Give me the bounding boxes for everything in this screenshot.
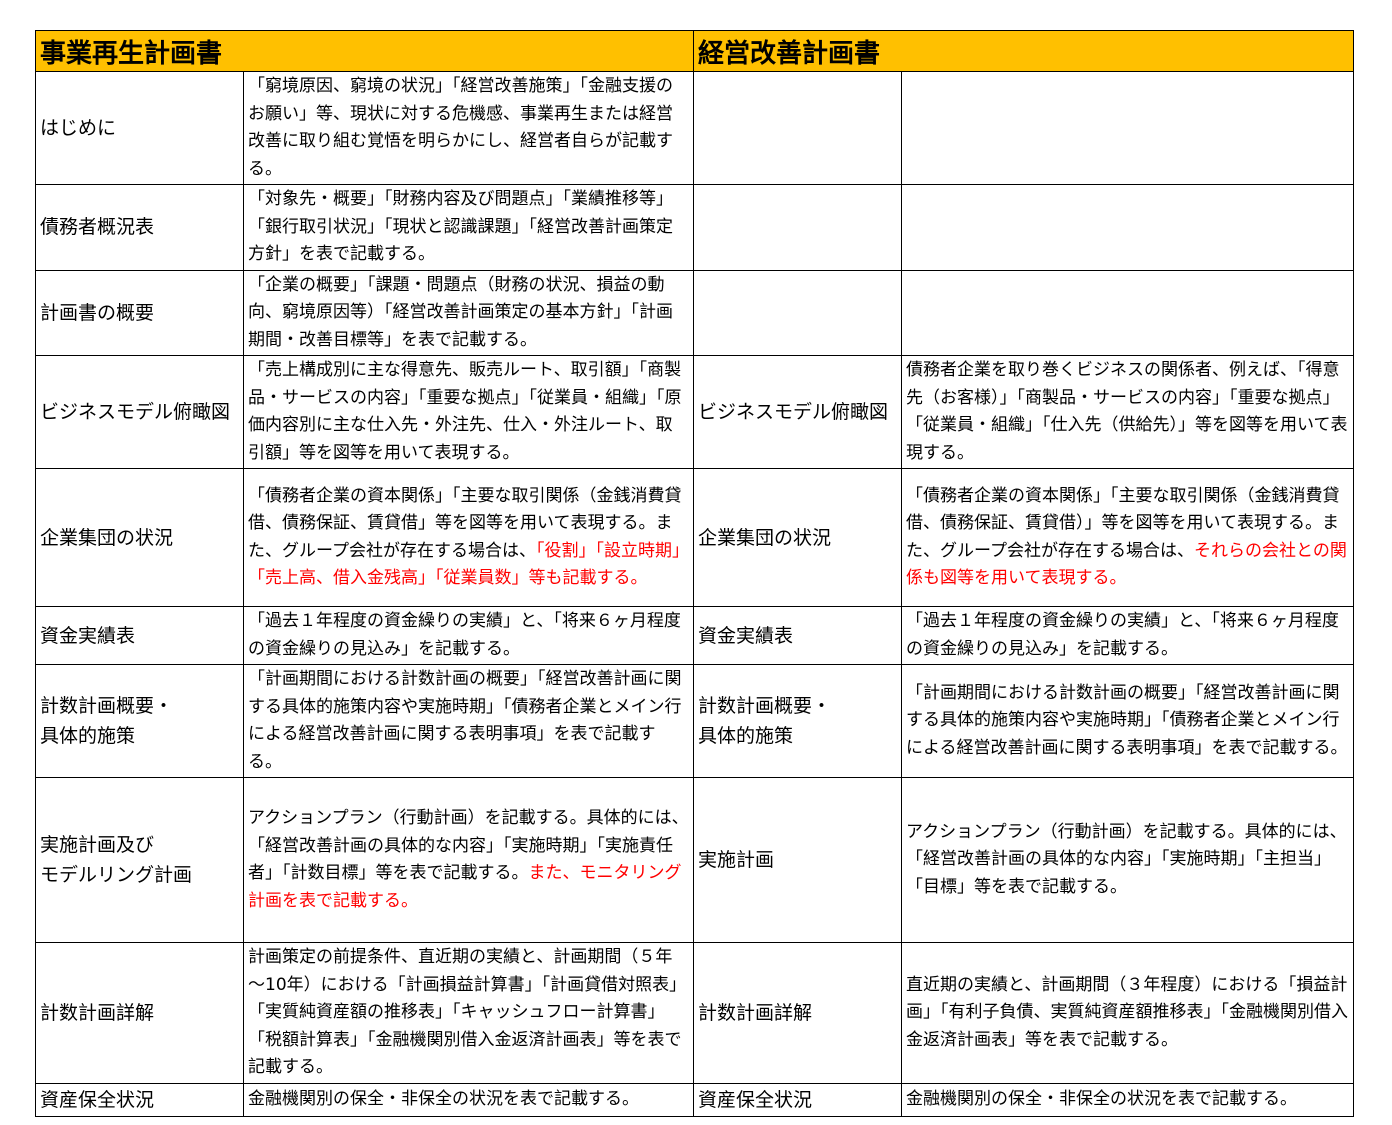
description-text: 「過去１年程度の資金繰りの実績」と、「将来６ヶ月程度の資金繰りの見込み」を記載す… bbox=[906, 611, 1339, 659]
right-section-description: 直近期の実績と、計画期間（３年程度）における「損益計画」「有利子負債、実質純資産… bbox=[901, 942, 1355, 1084]
left-section-label: 計数計画概要・ 具体的施策 bbox=[35, 664, 244, 778]
left-section-description: 「債務者企業の資本関係」「主要な取引関係（金銭消費貸借、債務保証、賃貸借」等を図… bbox=[242, 468, 695, 607]
table-row: 計画書の概要 「企業の概要」「課題・問題点（財務の状況、損益の動向、窮境原因等）「… bbox=[35, 269, 1355, 356]
description-text: アクションプラン（行動計画）を記載する。具体的には、「経営改善計画の具体的な内容… bbox=[248, 808, 689, 883]
left-section-label: はじめに bbox=[35, 71, 244, 185]
left-section-label: 実施計画及び モデルリング計画 bbox=[35, 777, 244, 943]
highlighted-text: それらの会社との関係も図等を用いて表現する。 bbox=[906, 540, 1347, 589]
right-section-label bbox=[693, 184, 903, 271]
section-label-text: 資金実績表 bbox=[698, 624, 794, 647]
description-text: 金融機関別の保全・非保全の状況を表で記載する。 bbox=[906, 1088, 1298, 1109]
comparison-table: 事業再生計画書 経営改善計画書 はじめに 「窮境原因、窮境の状況」「経営改善施策」… bbox=[34, 30, 1355, 1117]
section-label-text: はじめに bbox=[40, 117, 117, 139]
description-text: 金融機関別の保全・非保全の状況を表で記載する。 bbox=[248, 1088, 639, 1109]
description-text: 「売上構成別に主な得意先、販売ルート、取引額」「商製品・サービスの内容」「重要な… bbox=[248, 360, 682, 463]
highlighted-text: また、モニタリング計画を表で記載する。 bbox=[248, 863, 682, 911]
description-text: 「過去１年程度の資金繰りの実績」と、「将来６ヶ月程度の資金繰りの見込み」を記載す… bbox=[248, 611, 681, 659]
description-text: 「計画期間における計数計画の概要」「経営改善計画に関する具体的施策内容や実施時期… bbox=[248, 669, 682, 772]
right-section-label: 企業集団の状況 bbox=[693, 468, 903, 607]
right-section-label bbox=[693, 269, 903, 356]
left-section-label: 企業集団の状況 bbox=[35, 468, 244, 607]
right-section-label bbox=[693, 71, 903, 185]
section-label-text: 計数計画詳解 bbox=[698, 1001, 813, 1024]
description-text: 直近期の実績と、計画期間（３年程度）における「損益計画」「有利子負債、実質純資産… bbox=[906, 974, 1349, 1050]
table-row: 実施計画及び モデルリング計画 アクションプラン（行動計画）を記載する。具体的には… bbox=[35, 777, 1355, 943]
left-section-description: 「企業の概要」「課題・問題点（財務の状況、損益の動向、窮境原因等）「経営改善計画… bbox=[242, 269, 695, 356]
table-row: 計数計画詳解計画策定の前提条件、直近期の実績と、計画期間（５年～10年）における… bbox=[35, 942, 1355, 1084]
left-section-label: 資産保全状況 bbox=[35, 1082, 244, 1117]
table-row: はじめに 「窮境原因、窮境の状況」「経営改善施策」「金融支援のお願い」等、現状に対… bbox=[35, 71, 1355, 185]
description-text: 債務者企業を取り巻くビジネスの関係者、例えば、「得意先（お客様）」「商製品・サー… bbox=[906, 360, 1348, 463]
description-text: アクションプラン（行動計画）を記載する。具体的には、「経営改善計画の具体的な内容… bbox=[906, 821, 1347, 897]
right-section-description: アクションプラン（行動計画）を記載する。具体的には、「経営改善計画の具体的な内容… bbox=[901, 777, 1355, 943]
description-text: 「債務者企業の資本関係」「主要な取引関係（金銭消費貸借、債務保証、賃貸借）」等を… bbox=[906, 485, 1340, 561]
right-section-description: 「過去１年程度の資金繰りの実績」と、「将来６ヶ月程度の資金繰りの見込み」を記載す… bbox=[901, 606, 1355, 665]
description-text: 「窮境原因、窮境の状況」「経営改善施策」「金融支援のお願い」等、現状に対する危機… bbox=[248, 76, 673, 179]
right-section-description bbox=[901, 184, 1355, 271]
left-section-label: 債務者概況表 bbox=[35, 184, 244, 271]
table-row: 債務者概況表 「対象先・概要」「財務内容及び問題点」「業績推移等」「銀行取引状況」… bbox=[35, 184, 1355, 271]
section-label-text: ビジネスモデル俯瞰図 bbox=[40, 401, 231, 423]
left-section-description: 計画策定の前提条件、直近期の実績と、計画期間（５年～10年）における「計画損益計… bbox=[242, 942, 695, 1084]
left-section-description: 「対象先・概要」「財務内容及び問題点」「業績推移等」「銀行取引状況」「現状と認識… bbox=[242, 184, 695, 271]
right-section-description bbox=[901, 71, 1355, 185]
left-section-label: ビジネスモデル俯瞰図 bbox=[35, 355, 244, 469]
left-section-description: 「窮境原因、窮境の状況」「経営改善施策」「金融支援のお願い」等、現状に対する危機… bbox=[242, 71, 695, 185]
left-section-description: 「計画期間における計数計画の概要」「経営改善計画に関する具体的施策内容や実施時期… bbox=[242, 664, 695, 778]
right-section-label: 資金実績表 bbox=[693, 606, 903, 665]
right-section-description: 「計画期間における計数計画の概要」「経営改善計画に関する具体的施策内容や実施時期… bbox=[901, 664, 1355, 778]
left-section-label: 計画書の概要 bbox=[35, 269, 244, 356]
description-text: 「企業の概要」「課題・問題点（財務の状況、損益の動向、窮境原因等）「経営改善計画… bbox=[248, 274, 673, 350]
table-row: 企業集団の状況「債務者企業の資本関係」「主要な取引関係（金銭消費貸借、債務保証、… bbox=[35, 468, 1355, 607]
description-text: 「計画期間における計数計画の概要」「経営改善計画に関する具体的施策内容や実施時期… bbox=[906, 682, 1348, 758]
right-section-description: 「債務者企業の資本関係」「主要な取引関係（金銭消費貸借、債務保証、賃貸借）」等を… bbox=[901, 468, 1355, 607]
highlighted-text: 「役割」「設立時期」「売上高、借入金残高」「従業員数」等も記載する。 bbox=[248, 540, 689, 589]
section-label-text: ビジネスモデル俯瞰図 bbox=[698, 401, 889, 423]
table-row: ビジネスモデル俯瞰図「売上構成別に主な得意先、販売ルート、取引額」「商製品・サー… bbox=[35, 355, 1355, 469]
section-label-text: 債務者概況表 bbox=[40, 216, 155, 239]
left-section-label: 資金実績表 bbox=[35, 606, 244, 665]
header-business-revitalization-plan: 事業再生計画書 bbox=[34, 30, 695, 72]
table-row: 資金実績表「過去１年程度の資金繰りの実績」と、「将来６ヶ月程度の資金繰りの見込み… bbox=[35, 606, 1355, 665]
left-section-label: 計数計画詳解 bbox=[35, 942, 244, 1084]
right-section-description: 金融機関別の保全・非保全の状況を表で記載する。 bbox=[901, 1082, 1355, 1117]
section-label-text: 資産保全状況 bbox=[698, 1088, 813, 1111]
section-label-text: 計数計画概要・ 具体的施策 bbox=[40, 695, 174, 747]
section-label-text: 資金実績表 bbox=[40, 624, 136, 647]
description-text: 計画策定の前提条件、直近期の実績と、計画期間（５年～10年）における「計画損益計… bbox=[248, 947, 687, 1077]
header-row: 事業再生計画書 経営改善計画書 bbox=[34, 30, 1355, 72]
section-label-text: 実施計画 bbox=[698, 849, 775, 871]
section-label-text: 計数計画詳解 bbox=[40, 1001, 155, 1024]
left-section-description: 金融機関別の保全・非保全の状況を表で記載する。 bbox=[242, 1082, 695, 1117]
section-label-text: 実施計画及び モデルリング計画 bbox=[40, 834, 193, 886]
section-label-text: 企業集団の状況 bbox=[698, 526, 832, 549]
left-section-description: 「売上構成別に主な得意先、販売ルート、取引額」「商製品・サービスの内容」「重要な… bbox=[242, 355, 695, 469]
right-section-label: 実施計画 bbox=[693, 777, 903, 943]
right-section-description bbox=[901, 269, 1355, 356]
right-section-label: ビジネスモデル俯瞰図 bbox=[693, 355, 903, 469]
section-label-text: 計数計画概要・ 具体的施策 bbox=[698, 695, 832, 747]
section-label-text: 企業集団の状況 bbox=[40, 526, 174, 549]
table-row: 資産保全状況 金融機関別の保全・非保全の状況を表で記載する。 資産保全状況 金融機関別… bbox=[35, 1082, 1355, 1117]
section-label-text: 計画書の概要 bbox=[40, 301, 155, 324]
section-label-text: 資産保全状況 bbox=[40, 1088, 155, 1111]
header-management-improvement-plan: 経営改善計画書 bbox=[693, 30, 1355, 72]
description-text: 「債務者企業の資本関係」「主要な取引関係（金銭消費貸借、債務保証、賃貸借」等を図… bbox=[248, 485, 682, 561]
right-section-description: 債務者企業を取り巻くビジネスの関係者、例えば、「得意先（お客様）」「商製品・サー… bbox=[901, 355, 1355, 469]
left-section-description: アクションプラン（行動計画）を記載する。具体的には、「経営改善計画の具体的な内容… bbox=[242, 777, 695, 943]
right-section-label: 計数計画詳解 bbox=[693, 942, 903, 1084]
table-row: 計数計画概要・ 具体的施策「計画期間における計数計画の概要」「経営改善計画に関す… bbox=[35, 664, 1355, 778]
description-text: 「対象先・概要」「財務内容及び問題点」「業績推移等」「銀行取引状況」「現状と認識… bbox=[248, 189, 673, 264]
right-section-label: 資産保全状況 bbox=[693, 1082, 903, 1117]
right-section-label: 計数計画概要・ 具体的施策 bbox=[693, 664, 903, 778]
left-section-description: 「過去１年程度の資金繰りの実績」と、「将来６ヶ月程度の資金繰りの見込み」を記載す… bbox=[242, 606, 695, 665]
